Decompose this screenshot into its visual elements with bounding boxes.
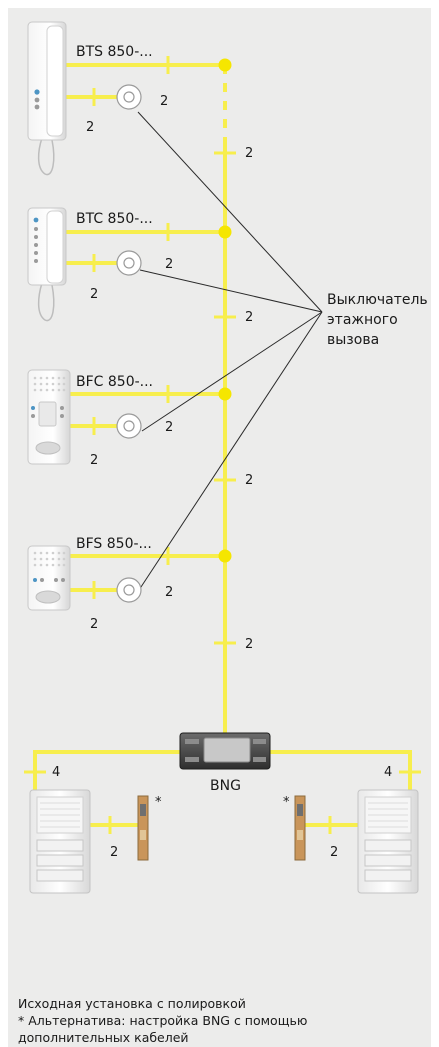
wire-count: 2 xyxy=(245,637,253,652)
floor-call-button-icon xyxy=(116,577,142,603)
device-label-btc: BTC 850-... xyxy=(76,211,153,227)
wire-count: 2 xyxy=(245,310,253,325)
callout-line: вызова xyxy=(327,332,379,348)
device-label-bfs: BFS 850-... xyxy=(76,536,152,552)
wire-count: 4 xyxy=(384,765,392,780)
callout-line: этажного xyxy=(327,312,398,328)
device-label-bfc: BFC 850-... xyxy=(76,374,153,390)
device-label-bts: BTS 850-... xyxy=(76,44,153,60)
left-door-station-icon xyxy=(29,789,91,894)
wire-count: 2 xyxy=(90,617,98,632)
wire-count: 2 xyxy=(245,473,253,488)
wire-count: 2 xyxy=(160,94,168,109)
callout-line: Выключатель xyxy=(327,292,428,308)
wire-count: 2 xyxy=(165,420,173,435)
wire-ticks xyxy=(24,56,421,834)
wire-count: 2 xyxy=(86,120,94,135)
left-bus-wire xyxy=(33,750,180,790)
bng-power-supply-icon xyxy=(179,732,271,770)
floor-call-button-icon xyxy=(116,413,142,439)
wire-count: 2 xyxy=(110,845,118,860)
bfc-intercom-icon xyxy=(27,369,71,465)
wire-count: 2 xyxy=(165,585,173,600)
wire-count: 2 xyxy=(330,845,338,860)
btc-handset-icon xyxy=(27,207,67,322)
right-bus-wire xyxy=(270,750,412,790)
caption: Исходная установка с полировкой * Альтер… xyxy=(18,996,307,1045)
asterisk-left: * xyxy=(155,795,162,810)
junction-node xyxy=(218,387,232,401)
device-labels: BTS 850-... BTC 850-... BFC 850-... BFS … xyxy=(76,44,153,552)
caption-line: * Альтернатива: настройка BNG с помощью xyxy=(18,1013,307,1028)
wire-count: 2 xyxy=(245,146,253,161)
wire-count: 2 xyxy=(90,287,98,302)
callout-leaders xyxy=(137,111,323,591)
wire-count-labels: 2 2 2 2 2 2 2 2 2 2 2 2 4 4 2 2 xyxy=(52,94,392,860)
left-supply-board-icon xyxy=(137,795,149,861)
wire-count: 2 xyxy=(90,453,98,468)
wiring xyxy=(33,63,412,827)
asterisk-right: * xyxy=(283,795,290,810)
caption-line: дополнительных кабелей xyxy=(18,1030,189,1045)
junction-node xyxy=(218,58,232,72)
caption-line: Исходная установка с полировкой xyxy=(18,996,246,1011)
bng-label: BNG xyxy=(210,778,241,794)
bts-handset-icon xyxy=(27,21,67,176)
wire-count: 4 xyxy=(52,765,60,780)
junction-node xyxy=(218,549,232,563)
floor-call-button-icon xyxy=(116,250,142,276)
bfs-intercom-icon xyxy=(27,545,71,611)
junction-nodes xyxy=(218,58,232,563)
junction-node xyxy=(218,225,232,239)
callout-label: Выключатель этажного вызова xyxy=(327,292,428,348)
right-supply-board-icon xyxy=(294,795,306,861)
wire-count: 2 xyxy=(165,257,173,272)
floor-call-button-icon xyxy=(116,84,142,110)
right-door-station-icon xyxy=(357,789,419,894)
